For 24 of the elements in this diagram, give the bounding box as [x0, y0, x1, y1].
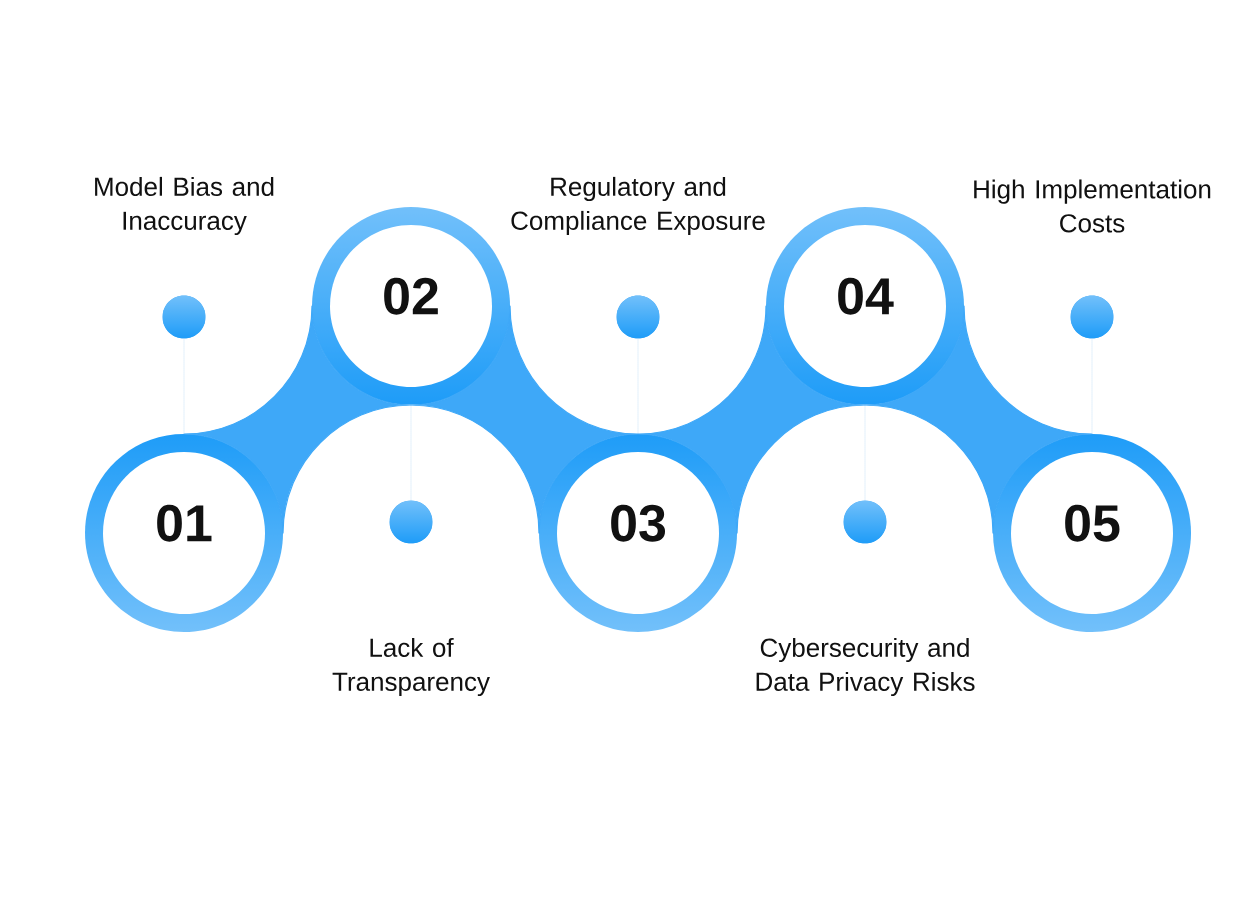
dot	[843, 500, 887, 544]
ring-connector	[637, 305, 866, 534]
item-title: Model Bias and Inaccuracy	[95, 176, 274, 236]
dot	[162, 295, 206, 339]
item-title: Cybersecurity and Data Privacy Risks	[756, 637, 975, 697]
item-title: Lack of Transparency	[332, 637, 490, 697]
number-ring: 03	[557, 452, 719, 614]
node-label: 05	[1065, 504, 1120, 542]
ring-connector	[410, 305, 639, 534]
node-label: 01	[157, 504, 212, 542]
ring-connector	[183, 305, 412, 534]
item-title: Regulatory and Compliance Exposure	[511, 176, 765, 236]
number-ring: 01	[103, 452, 265, 614]
dot	[1070, 295, 1114, 339]
dot	[389, 500, 433, 544]
item-title: High Implementation Costs	[974, 179, 1211, 233]
dot	[616, 295, 660, 339]
number-ring: 05	[1011, 452, 1173, 614]
ring-connector	[864, 305, 1093, 534]
number-ring: 04	[784, 225, 946, 387]
node-label: 02	[384, 277, 438, 315]
node-label: 04	[838, 277, 894, 315]
number-ring: 02	[330, 225, 492, 387]
node-label: 03	[611, 504, 666, 542]
